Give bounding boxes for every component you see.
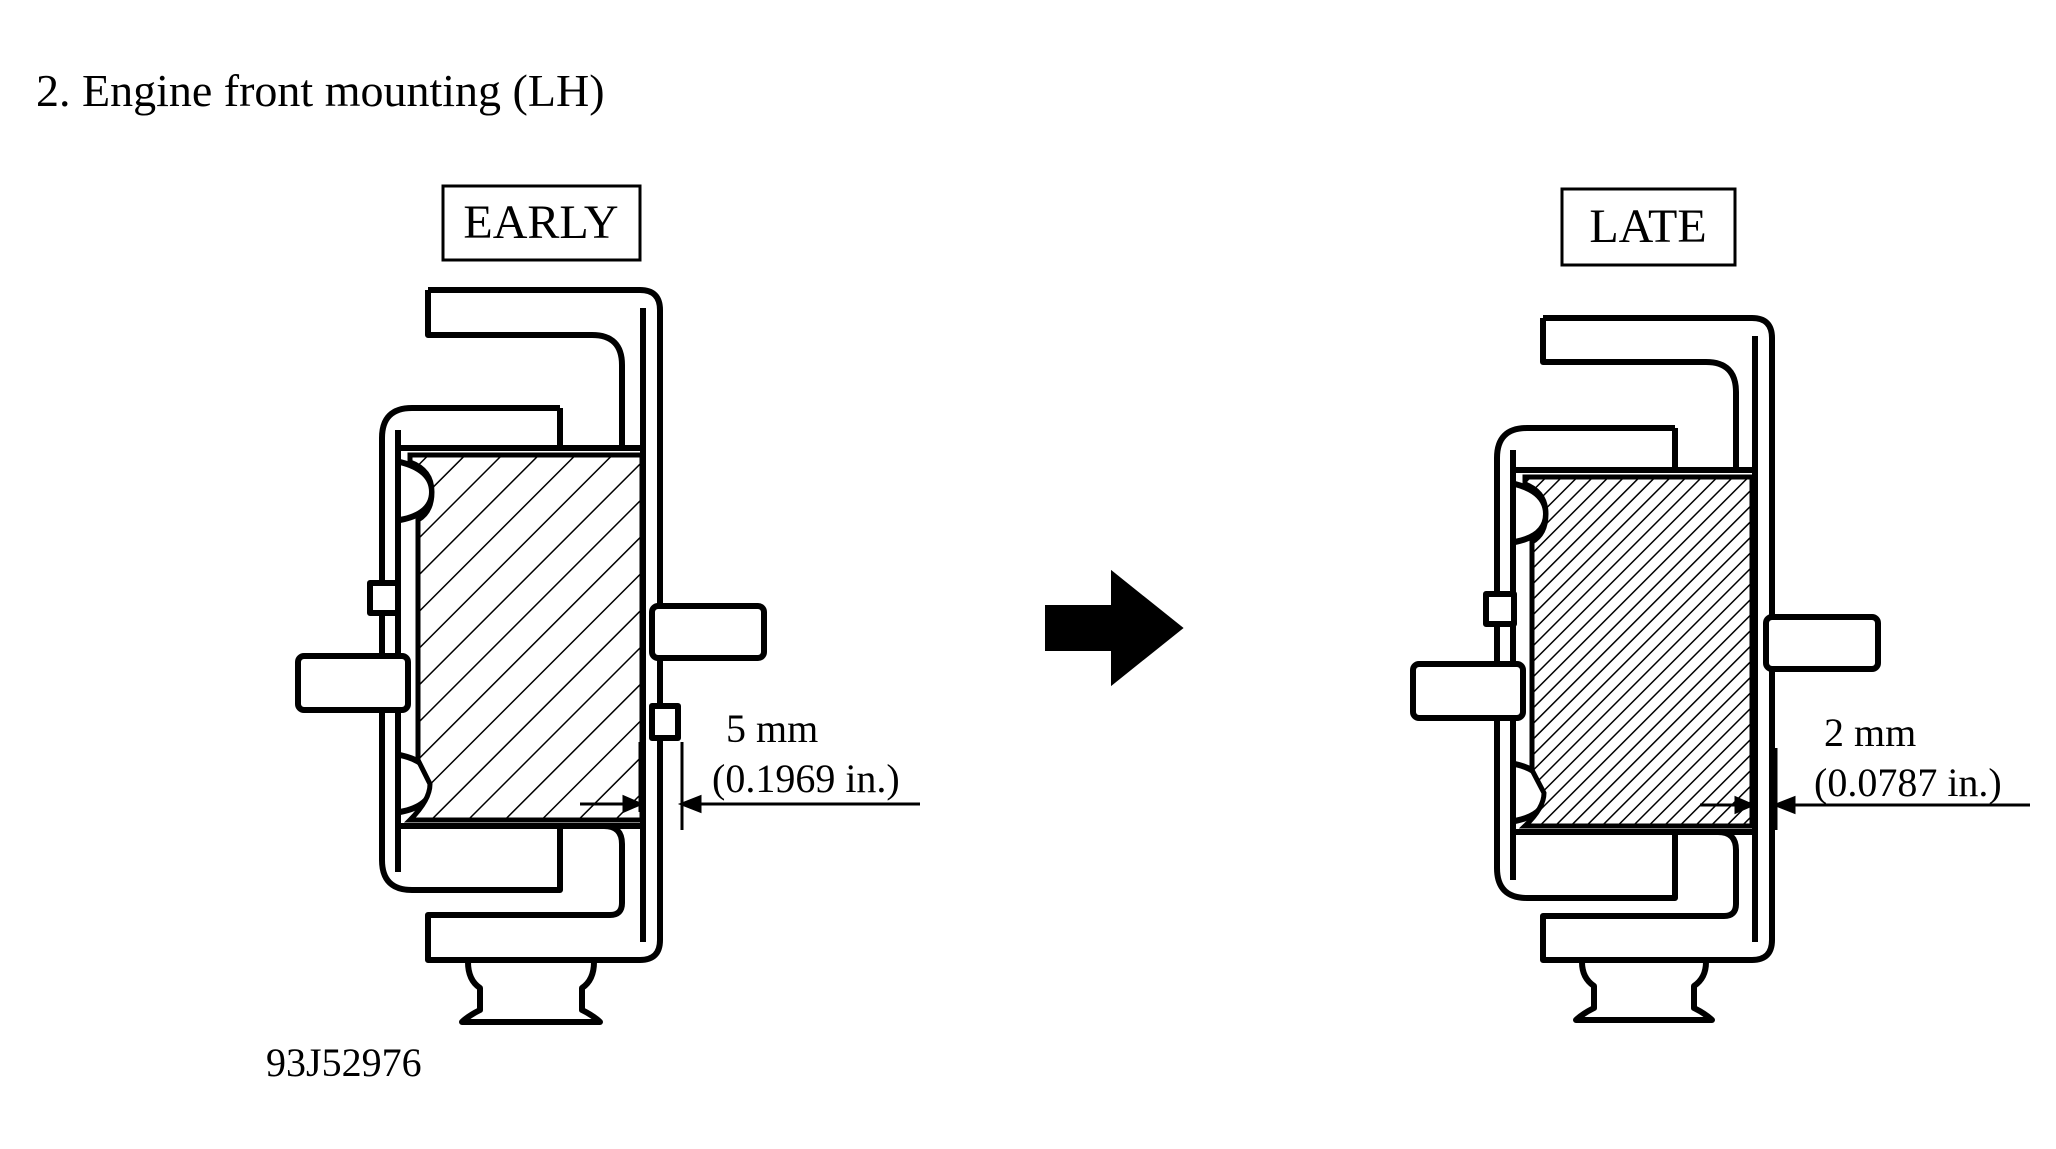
late-mount-foot xyxy=(1573,961,1715,1023)
early-dimension xyxy=(580,742,920,830)
early-rubber-insert xyxy=(403,452,645,823)
late-left-tab xyxy=(1483,591,1517,627)
early-right-tab xyxy=(649,703,681,741)
early-inner-housing xyxy=(379,405,563,893)
early-right-stud xyxy=(649,603,767,661)
early-section: EARLY xyxy=(295,184,920,1025)
early-label: EARLY xyxy=(463,196,618,249)
late-label: LATE xyxy=(1589,200,1706,253)
late-left-stud xyxy=(1410,661,1526,721)
change-arrow-icon xyxy=(1045,569,1184,687)
early-outer-bracket xyxy=(425,287,663,963)
early-studs xyxy=(295,580,767,741)
figure-code: 93J52976 xyxy=(266,1040,422,1085)
late-label-box xyxy=(1560,187,1737,267)
early-mount-foot xyxy=(459,961,603,1025)
early-label-box xyxy=(441,184,642,262)
late-section: LATE 2 mm xyxy=(1410,187,2030,1023)
late-dimension-mm: 2 mm xyxy=(1824,710,1916,755)
early-left-tab xyxy=(367,580,401,616)
late-dimension xyxy=(1700,748,2030,830)
page-title: 2. Engine front mounting (LH) xyxy=(36,65,605,116)
late-rubber-insert xyxy=(1518,474,1755,829)
early-dimension-in: (0.1969 in.) xyxy=(712,756,900,801)
late-studs xyxy=(1410,591,1881,721)
late-outer-bracket xyxy=(1540,315,1775,963)
late-inner-housing xyxy=(1494,425,1678,901)
early-left-stud xyxy=(295,653,411,713)
early-dimension-mm: 5 mm xyxy=(726,706,818,751)
late-right-stud xyxy=(1763,614,1881,672)
late-dimension-in: (0.0787 in.) xyxy=(1814,760,2002,805)
